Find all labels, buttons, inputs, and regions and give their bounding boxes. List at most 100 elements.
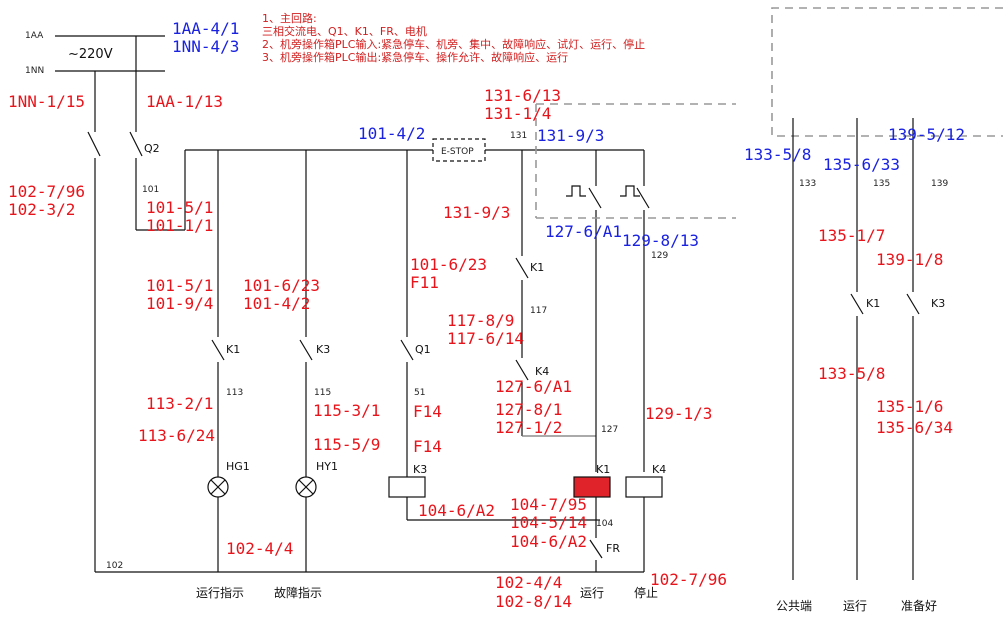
- label-run-right: 运行: [843, 599, 867, 613]
- ref-101-9-4: 101-9/4: [146, 294, 213, 313]
- device-k1-contact-a: K1: [226, 343, 240, 356]
- wire-129: 129: [651, 251, 668, 261]
- ref-135-1-6: 135-1/6: [876, 397, 943, 416]
- coils: K1 FR 104 K4 102: [95, 463, 666, 573]
- ref-115-5-9: 115-5/9: [313, 435, 380, 454]
- branch-run-indicator: K1 113 HG1: [207, 150, 250, 572]
- estop: E-STOP 131: [432, 131, 644, 162]
- red-references: 1NN-1/15 1AA-1/13 102-7/96 102-3/2 101-5…: [8, 86, 953, 611]
- ref-1nn-4-3: 1NN-4/3: [172, 37, 239, 56]
- note-line-1: 1、主回路:: [262, 12, 317, 25]
- wire-127: 127: [601, 425, 618, 435]
- footer-labels: 运行指示 故障指示 运行 停止 公共端 运行 准备好: [196, 585, 937, 613]
- label-ready: 准备好: [901, 599, 937, 613]
- ref-101-6-23-a: 101-6/23: [243, 276, 320, 295]
- ref-133-5-8: 133-5/8: [744, 145, 811, 164]
- ref-104-5-14: 104-5/14: [510, 513, 587, 532]
- ref-104-6-a2-a: 104-6/A2: [418, 501, 495, 520]
- device-k1-right: K1: [866, 297, 880, 310]
- ref-101-5-1-b: 101-5/1: [146, 276, 213, 295]
- ref-102-7-96-b: 102-7/96: [650, 570, 727, 589]
- device-k3-coil: K3: [413, 463, 427, 476]
- device-k4-coil: K4: [652, 463, 666, 476]
- ref-131-9-3: 131-9/3: [537, 126, 604, 145]
- device-k3-contact-a: K3: [316, 343, 330, 356]
- ref-101-4-2: 101-4/2: [358, 124, 425, 143]
- device-k4-contact: K4: [535, 365, 549, 378]
- wire-131: 131: [510, 131, 527, 141]
- right-panel: 133 135 139 K1 K3: [792, 118, 948, 580]
- ref-135-6-33: 135-6/33: [823, 155, 900, 174]
- ref-f14-a: F14: [413, 402, 442, 421]
- branch-fault-indicator: K3 115 HY1: [295, 150, 338, 572]
- ref-101-5-1-a: 101-5/1: [146, 198, 213, 217]
- ref-135-6-34: 135-6/34: [876, 418, 953, 437]
- ref-104-6-a2-b: 104-6/A2: [510, 532, 587, 551]
- ref-131-9-3-red: 131-9/3: [443, 203, 510, 222]
- ref-127-6-a1-red: 127-6/A1: [495, 377, 572, 396]
- ref-117-8-9: 117-8/9: [447, 311, 514, 330]
- wire-135: 135: [873, 179, 890, 189]
- ref-101-1-1: 101-1/1: [146, 216, 213, 235]
- ref-131-6-13: 131-6/13: [484, 86, 561, 105]
- device-q1: Q1: [415, 343, 431, 356]
- supply-bus: 1AA 1NN ~220V: [25, 31, 165, 132]
- supply-voltage: ~220V: [68, 47, 113, 62]
- ref-127-6-a1: 127-6/A1: [545, 222, 622, 241]
- ref-1aa-1-13: 1AA-1/13: [146, 92, 223, 111]
- wire-139: 139: [931, 179, 948, 189]
- device-fr: FR: [606, 542, 620, 555]
- ref-129-1-3: 129-1/3: [645, 404, 712, 423]
- note-line-4: 3、机旁操作箱PLC输出:紧急停车、操作允许、故障响应、运行: [262, 50, 568, 64]
- ref-101-6-23-b: 101-6/23: [410, 255, 487, 274]
- wire-101: 101: [142, 185, 159, 195]
- ref-1nn-1-15: 1NN-1/15: [8, 92, 85, 111]
- ref-102-4-4-b: 102-4/4: [495, 573, 562, 592]
- ref-1aa-4-1: 1AA-4/1: [172, 19, 239, 38]
- notes-block: 1、主回路: 三相交流电、Q1、K1、FR、电机 2、机旁操作箱PLC输入:紧急…: [262, 12, 645, 64]
- ref-131-1-4: 131-1/4: [484, 104, 551, 123]
- note-line-3: 2、机旁操作箱PLC输入:紧急停车、机旁、集中、故障响应、试灯、运行、停止: [262, 37, 645, 51]
- branch-k1-coil: K1 117 K4: [515, 150, 596, 437]
- device-hg1: HG1: [226, 460, 250, 473]
- wire-117: 117: [530, 306, 547, 316]
- ref-101-4-2: 101-4/2: [243, 294, 310, 313]
- label-common: 公共端: [776, 599, 812, 613]
- ref-102-8-14: 102-8/14: [495, 592, 572, 611]
- device-hy1: HY1: [316, 460, 338, 473]
- wire-115: 115: [314, 388, 331, 398]
- ref-129-8-13: 129-8/13: [622, 231, 699, 250]
- ref-104-7-95: 104-7/95: [510, 495, 587, 514]
- branch-k3-coil: Q1 51 K3: [388, 150, 600, 521]
- ref-127-1-2: 127-1/2: [495, 418, 562, 437]
- plc-outputs: 127 129: [566, 150, 668, 472]
- supply-line1-label: 1AA: [25, 31, 44, 41]
- ref-f14-b: F14: [413, 437, 442, 456]
- wire-51: 51: [414, 388, 425, 398]
- ref-113-6-24: 113-6/24: [138, 426, 215, 445]
- label-stop: 停止: [634, 585, 658, 600]
- panel-boundaries: [535, 7, 1003, 219]
- ref-102-4-4-a: 102-4/4: [226, 539, 293, 558]
- ref-102-7-96-a: 102-7/96: [8, 182, 85, 201]
- ref-139-1-8: 139-1/8: [876, 250, 943, 269]
- label-run: 运行: [580, 586, 604, 600]
- wire-104: 104: [596, 519, 613, 529]
- blue-references: 1AA-4/1 1NN-4/3 101-4/2 131-9/3 127-6/A1…: [172, 19, 965, 250]
- wire-133: 133: [799, 179, 816, 189]
- ref-102-3-2: 102-3/2: [8, 200, 75, 219]
- device-k1-contact-b: K1: [530, 261, 544, 274]
- breaker-q2: Q2 101: [87, 131, 433, 572]
- ref-115-3-1: 115-3/1: [313, 401, 380, 420]
- ref-127-8-1: 127-8/1: [495, 400, 562, 419]
- ref-117-6-14: 117-6/14: [447, 329, 524, 348]
- ref-139-5-12: 139-5/12: [888, 125, 965, 144]
- label-run-indicator: 运行指示: [196, 585, 244, 600]
- device-q2: Q2: [144, 142, 160, 155]
- note-line-2: 三相交流电、Q1、K1、FR、电机: [262, 24, 427, 38]
- ref-135-1-7: 135-1/7: [818, 226, 885, 245]
- device-k1-coil: K1: [596, 463, 610, 476]
- ref-133-5-8-red: 133-5/8: [818, 364, 885, 383]
- device-estop: E-STOP: [441, 147, 474, 157]
